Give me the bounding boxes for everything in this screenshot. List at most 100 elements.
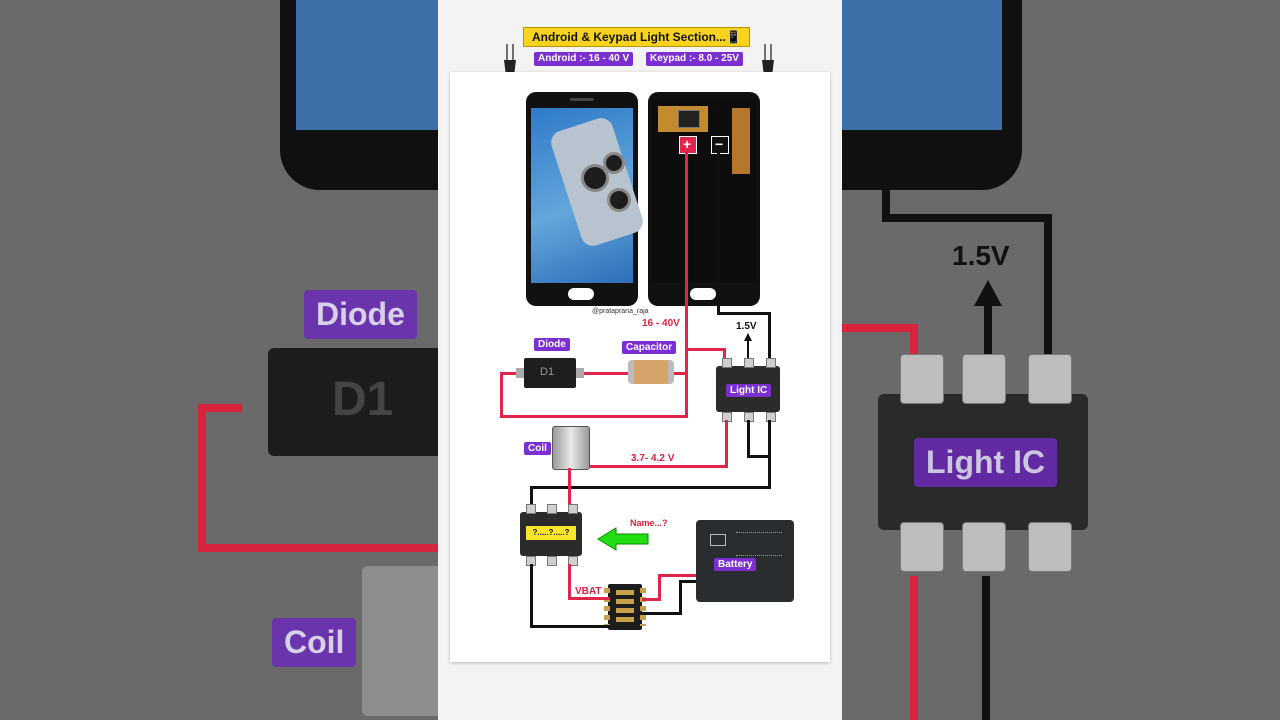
negative-wire bbox=[679, 580, 682, 615]
keypad-voltage-badge: Keypad :- 8.0 - 25V bbox=[646, 52, 743, 66]
page-title: Android & Keypad Light Section...📱 bbox=[523, 27, 750, 47]
supply-voltage-label: 16 - 40V bbox=[642, 318, 680, 329]
battery-logo bbox=[710, 534, 726, 546]
coil-voltage-label: 3.7- 4.2 V bbox=[631, 453, 675, 464]
bg-ic-pin bbox=[900, 354, 944, 404]
ic-pin bbox=[568, 556, 578, 566]
background-right: 1.5V Light IC bbox=[842, 0, 1280, 720]
bg-wire bbox=[1044, 214, 1052, 364]
vbat-label: VBAT bbox=[575, 586, 602, 597]
positive-wire bbox=[590, 465, 728, 468]
positive-wire bbox=[500, 415, 688, 418]
question-label: Name...? bbox=[630, 518, 668, 528]
diode-lead bbox=[576, 368, 584, 378]
home-button bbox=[568, 288, 594, 300]
ic-pin bbox=[568, 504, 578, 514]
positive-wire bbox=[658, 574, 661, 601]
phone-front bbox=[526, 92, 646, 306]
connector-pins-right bbox=[640, 588, 646, 626]
bg-light-ic-body bbox=[878, 354, 1088, 572]
coil-label: Coil bbox=[524, 442, 551, 455]
phone-screen-photo bbox=[531, 108, 646, 283]
positive-wire bbox=[658, 574, 696, 577]
earpiece bbox=[570, 98, 594, 101]
positive-wire bbox=[500, 372, 503, 418]
bg-wire bbox=[198, 404, 242, 412]
negative-wire bbox=[642, 612, 682, 615]
positive-wire bbox=[685, 152, 688, 418]
ic-pin bbox=[766, 358, 776, 368]
bg-phone bbox=[280, 0, 438, 190]
bg-wire bbox=[842, 324, 918, 332]
ic-pin bbox=[744, 358, 754, 368]
positive-wire bbox=[688, 348, 726, 351]
bg-diode-marking: D1 bbox=[332, 373, 394, 426]
negative-wire bbox=[747, 420, 750, 456]
main-panel: Android & Keypad Light Section...📱 Andro… bbox=[438, 0, 842, 720]
positive-wire bbox=[500, 372, 516, 375]
bg-wire bbox=[882, 214, 1052, 222]
bg-wire bbox=[198, 404, 206, 552]
ic-pin bbox=[547, 556, 557, 566]
ic-pin bbox=[547, 504, 557, 514]
bg-wire bbox=[910, 324, 918, 364]
positive-wire bbox=[568, 564, 571, 600]
ic-pin bbox=[526, 504, 536, 514]
bg-coil-label: Coil bbox=[272, 618, 357, 667]
background-left: Diode D1 Coil bbox=[0, 0, 438, 720]
minus-terminal: − bbox=[711, 136, 729, 154]
camera-lens bbox=[607, 188, 631, 212]
negative-wire bbox=[530, 625, 610, 628]
plus-terminal: + bbox=[679, 136, 697, 154]
negative-wire bbox=[747, 455, 771, 458]
negative-wire bbox=[530, 486, 533, 508]
capacitor-label: Capacitor bbox=[622, 341, 677, 354]
diode-lead bbox=[516, 368, 524, 378]
positive-wire bbox=[642, 598, 660, 601]
camera-lens bbox=[603, 152, 625, 174]
capacitor-component bbox=[628, 360, 674, 384]
negative-wire bbox=[717, 152, 720, 314]
connector-pins-left bbox=[604, 588, 610, 626]
flex-chip bbox=[678, 110, 700, 128]
bg-light-ic-label: Light IC bbox=[914, 438, 1058, 487]
watermark: @prataprana_raja bbox=[592, 308, 649, 315]
bg-wire bbox=[198, 544, 438, 552]
ic-pin bbox=[722, 358, 732, 368]
home-button bbox=[690, 288, 716, 300]
bg-diode-label: Diode bbox=[304, 290, 417, 339]
plus-terminal-symbol: + bbox=[683, 136, 692, 152]
android-voltage-badge: Android :- 16 - 40 V bbox=[534, 52, 634, 66]
bg-ic-pin bbox=[1028, 522, 1072, 572]
flex-cable bbox=[732, 108, 750, 174]
battery-markings bbox=[736, 532, 782, 556]
positive-wire bbox=[584, 372, 628, 375]
connector-gold-pads bbox=[616, 590, 634, 624]
bg-ic-pin bbox=[962, 354, 1006, 404]
bg-phone-screen bbox=[842, 0, 1002, 130]
arrow-shaft bbox=[747, 340, 749, 358]
positive-wire bbox=[568, 597, 610, 600]
bg-arrow-shaft bbox=[984, 304, 992, 354]
light-ic-label: Light IC bbox=[726, 384, 772, 397]
unknown-ic-component: ?.....?.....? bbox=[520, 504, 582, 566]
bg-ic-pin bbox=[900, 522, 944, 572]
green-arrow-icon bbox=[597, 527, 649, 551]
minus-terminal-symbol: − bbox=[715, 136, 724, 152]
negative-wire bbox=[768, 312, 771, 358]
phone-back bbox=[648, 92, 760, 306]
negative-wire bbox=[679, 580, 696, 583]
bg-phone bbox=[842, 0, 1022, 190]
bg-phone-screen bbox=[296, 0, 438, 130]
positive-wire bbox=[568, 468, 571, 506]
diode-label: Diode bbox=[534, 338, 570, 351]
diode-marking: D1 bbox=[540, 366, 555, 378]
bg-diode-body: D1 bbox=[268, 348, 438, 456]
positive-wire bbox=[674, 372, 686, 375]
bg-wire bbox=[982, 576, 990, 720]
negative-wire bbox=[717, 312, 771, 315]
ic-pin bbox=[766, 412, 776, 422]
up-arrow-icon bbox=[744, 333, 752, 341]
diagram-card: @prataprana_raja + − 16 - 40V 1.5V Diode… bbox=[450, 72, 830, 662]
battery-label: Battery bbox=[714, 558, 757, 571]
